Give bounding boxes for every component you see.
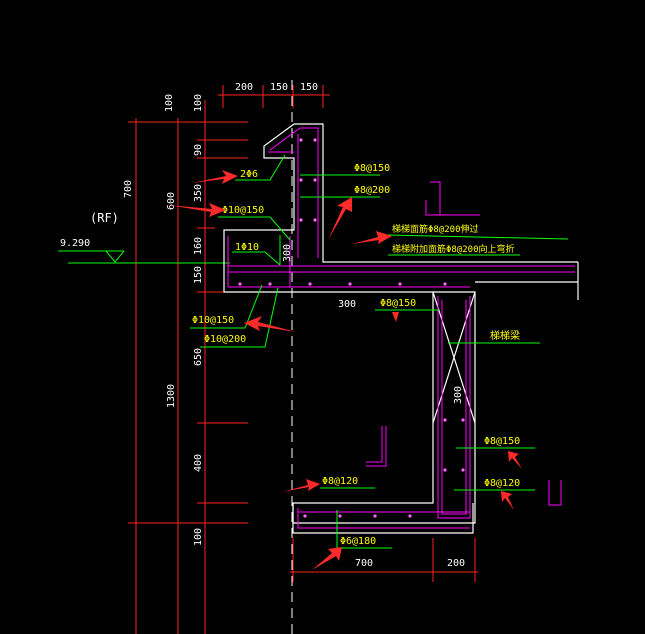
- bottom-dimension: [290, 538, 478, 582]
- callout-phi8-150-top: Φ8@150: [354, 163, 390, 174]
- callout-beam-note: 梯梯梁: [490, 329, 520, 342]
- concrete-outline: [223, 123, 579, 534]
- red-arrow-icon: [352, 231, 392, 244]
- callout-note-line2: 梯梯附加面筋Φ8@200向上弯折: [392, 243, 515, 255]
- callout-2phi6: 2Φ6: [240, 169, 258, 180]
- callout-phi8-150-mid: Φ8@150: [380, 298, 416, 309]
- v-label-600: 600: [166, 192, 177, 210]
- callout-phi8-120-right: Φ8@120: [484, 478, 520, 489]
- callout-phi10-150-left: Φ10@150: [222, 205, 264, 216]
- rebar-dots: [238, 138, 465, 518]
- red-arrow-icon: [168, 203, 226, 217]
- v-label-650: 650: [193, 348, 204, 366]
- v-label-100-b: 100: [193, 94, 204, 112]
- callout-phi8-200-top: Φ8@200: [354, 185, 390, 196]
- red-arrow-icon: [392, 312, 399, 322]
- red-arrow-icon: [244, 316, 296, 332]
- callout-phi6-180: Φ6@180: [340, 536, 376, 547]
- callout-phi8-150-right: Φ8@150: [484, 436, 520, 447]
- v-label-350: 350: [193, 184, 204, 202]
- level-triangle: [58, 250, 230, 264]
- red-arrow-icon: [312, 547, 342, 570]
- callout-phi8-120-left: Φ8@120: [322, 476, 358, 487]
- dim-label-150b: 150: [300, 82, 318, 93]
- v-label-1300: 1300: [166, 384, 177, 408]
- v-label-100-bot: 100: [193, 528, 204, 546]
- rebar-lines: [227, 127, 575, 529]
- leader-lines: [190, 154, 569, 549]
- v-label-160: 160: [193, 237, 204, 255]
- annotation-arrows: [168, 170, 522, 570]
- dim-label-200: 200: [235, 82, 253, 93]
- v-label-700: 700: [123, 180, 134, 198]
- red-arrow-icon: [508, 451, 522, 469]
- bottom-dim-200: 200: [447, 558, 465, 569]
- red-arrow-icon: [282, 479, 320, 492]
- rf-label: (RF): [90, 211, 119, 225]
- bottom-dim-700: 700: [355, 558, 373, 569]
- v-label-400: 400: [193, 454, 204, 472]
- dim-300-vertical-right: 300: [453, 386, 464, 404]
- top-dimension: [218, 85, 330, 108]
- v-label-150: 150: [193, 266, 204, 284]
- callout-note-line1: 梯梯面筋Φ8@200伸过: [392, 223, 479, 235]
- v-label-90: 90: [193, 144, 204, 156]
- red-arrow-icon: [192, 170, 238, 184]
- dim-label-150a: 150: [270, 82, 288, 93]
- left-dimension-chains: [128, 100, 248, 634]
- red-arrow-icon: [501, 491, 514, 510]
- red-arrow-icon: [328, 197, 352, 240]
- level-label: 9.290: [60, 238, 90, 249]
- callout-phi10-150-bottom: Φ10@150: [192, 315, 234, 326]
- callout-1phi10: 1Φ10: [235, 242, 259, 253]
- dim-300-horizontal: 300: [338, 299, 356, 310]
- callout-phi10-200-bottom: Φ10@200: [204, 334, 246, 345]
- v-label-100-a: 100: [164, 94, 175, 112]
- dim-300-vertical-left: 300: [282, 244, 293, 262]
